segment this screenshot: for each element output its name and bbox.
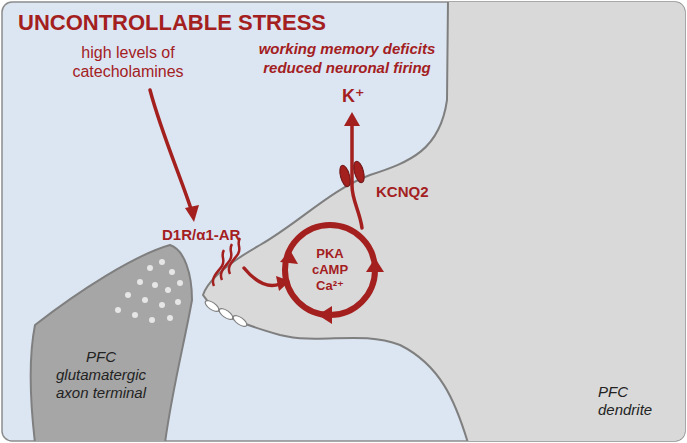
- cycle-text: cAMP: [312, 262, 348, 278]
- signaling-cycle: [285, 225, 375, 315]
- stimulus-label: high levels of catecholamines: [58, 43, 198, 81]
- receptor-symbol: [213, 238, 240, 286]
- cycle-text: Ca²⁺: [316, 278, 344, 294]
- cycle-text: PKA: [316, 246, 343, 262]
- glutamate-receptors: [203, 299, 248, 329]
- axon-terminal: PFC glutamatergic axon terminal: [28, 240, 198, 443]
- signaling-cycle-node: PKAcAMPCa²⁺: [283, 223, 377, 317]
- signal-arrows: [150, 90, 362, 286]
- effect-label: working memory deficits reduced neuronal…: [252, 40, 442, 78]
- arrowheads: [185, 112, 360, 291]
- dendrite-shape: [203, 2, 685, 441]
- dendrite: PFC dendrite PKAcAMPCa²⁺: [195, 0, 687, 443]
- title: UNCONTROLLABLE STRESS: [18, 10, 326, 36]
- ion-label: K⁺: [342, 86, 365, 108]
- receptor-label: D1R/α1-AR: [162, 226, 240, 244]
- channel-label: KCNQ2: [376, 183, 429, 201]
- kcnq2-channel: [338, 160, 366, 188]
- axon-terminal-shape: [30, 245, 192, 441]
- cycle-arrowheads: [280, 250, 384, 324]
- node-text: PFC glutamatergic axon terminal: [42, 348, 160, 402]
- node-text: PFC dendrite: [598, 383, 678, 419]
- vesicles: [115, 259, 183, 323]
